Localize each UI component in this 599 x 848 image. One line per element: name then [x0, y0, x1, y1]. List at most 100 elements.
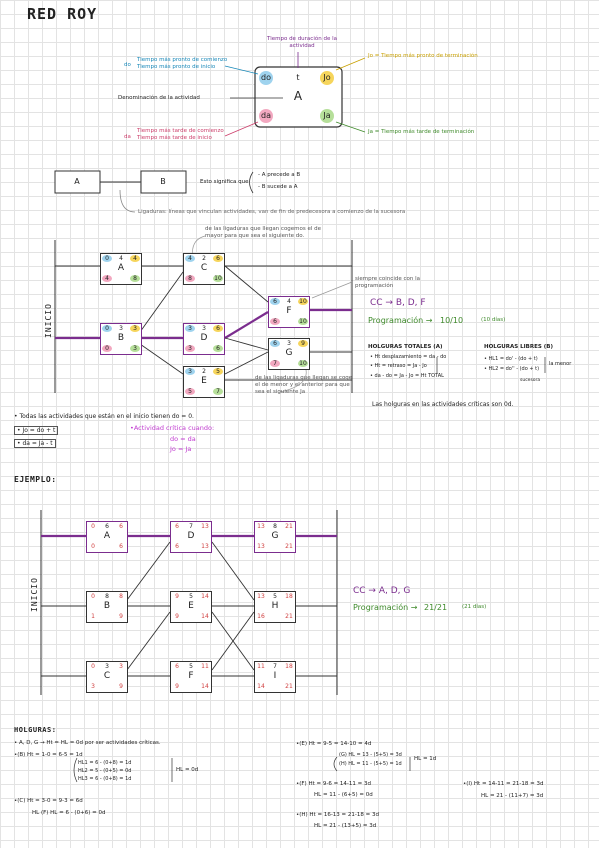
node-b-ja: 3: [130, 345, 140, 352]
node-e-t: 5: [189, 593, 193, 600]
node-e-label: E: [201, 376, 207, 386]
legend-do-label-a: Tiempo más pronto de comienzo: [137, 57, 228, 63]
node-g-t: 8: [273, 523, 277, 530]
node-a-do: 0: [102, 255, 112, 262]
node-c-label: C: [200, 263, 208, 273]
net1-note-bottom: de las ligaduras que llegan se coge el d…: [255, 375, 353, 395]
node-a-jo: 6: [119, 523, 123, 530]
node-d-t: 7: [189, 523, 193, 530]
legend-da-label-a: Tiempo más tarde de comienzo: [137, 128, 224, 134]
node-c-t: 2: [202, 255, 206, 262]
node-h-do: 13: [257, 593, 265, 600]
node-c-label: C: [103, 671, 111, 681]
node-d-jo: 6: [213, 325, 223, 332]
holg-b-1: •(B) Ht = 1-0 = 6-5 = 1d: [14, 752, 83, 758]
ht-line-2: • Ht = retraso = Ja - Jo: [370, 363, 427, 369]
net1-inicio-label: INICIO: [44, 303, 53, 338]
holg-b-4: HL3 = 6 - (0+8) = 1d: [78, 776, 132, 782]
net1-note-right: siempre coincide con la programación: [355, 276, 420, 289]
holg-i-2: HL = 21 - (11+7) = 3d: [481, 793, 544, 799]
critical-holguras-note: Las holguras en las actividades críticas…: [372, 401, 514, 408]
node-d-da: 6: [175, 543, 179, 550]
rule-da: • da = Ja - t: [14, 439, 56, 448]
legend-da-prefix: da: [124, 134, 131, 140]
ht-line-3: • da - do = Ja - Jo = Ht TOTAL: [370, 373, 444, 379]
node-b-do: 0: [102, 325, 112, 332]
holg-b-5: HL = 0d: [176, 767, 199, 773]
node-c-t: 3: [105, 663, 109, 670]
node-c-do: 0: [91, 663, 95, 670]
holg-e-4: HL = 1d: [414, 756, 437, 762]
holg-f-1: •(F) Ht = 9-6 = 14-11 = 3d: [296, 781, 372, 787]
node-e-da: 5: [185, 388, 195, 395]
rule-inicio: • Todas las actividades que están en el …: [14, 413, 194, 420]
node-f-da: 6: [270, 318, 280, 325]
legend-cell-do: do: [261, 73, 271, 82]
hl-line-2: • HL2 = do'' - (do + t): [484, 366, 540, 372]
node-g-do: 13: [257, 523, 265, 530]
node-b-jo: 3: [130, 325, 140, 332]
node-i-do: 11: [257, 663, 265, 670]
net1-prog-label: Programación →: [368, 316, 433, 325]
holguras-heading: HOLGURAS:: [14, 726, 57, 734]
example-box-b: B: [160, 177, 166, 186]
net1-prog-days: (10 días): [481, 317, 506, 323]
node-a-label: A: [117, 263, 125, 273]
node-g-ja: 21: [285, 543, 293, 550]
node-d-label: D: [200, 333, 208, 343]
hl-line-4: sucesora: [520, 378, 541, 383]
node-d-ja: 13: [201, 543, 209, 550]
node-d-t: 3: [202, 325, 206, 332]
node-f-jo: 11: [201, 663, 209, 670]
legend-ja-label: Ja = Tiempo más tarde de terminación: [368, 129, 475, 135]
critical-cond-2: Jo = Ja: [170, 445, 192, 453]
node-i-label: I: [273, 671, 277, 681]
node-f-da: 9: [175, 683, 179, 690]
node-a-do: 0: [91, 523, 95, 530]
node-d-do: 6: [175, 523, 179, 530]
node-f-t: 4: [287, 298, 291, 305]
node-f-label: F: [188, 671, 194, 681]
node-h-jo: 18: [285, 593, 293, 600]
node-e-ja: 14: [201, 613, 209, 620]
ht-line-1: • Ht desplazamiento = da - do: [370, 354, 447, 360]
node-a-label: A: [103, 531, 111, 541]
node-e-do: 9: [175, 593, 179, 600]
node-e-label: E: [188, 601, 194, 611]
node-a-jo: 4: [130, 255, 140, 262]
ejemplo-critical-path: CC → A, D, G: [353, 586, 411, 596]
node-a-t: 4: [119, 255, 123, 262]
node-a-da: 4: [102, 275, 112, 282]
hl-title: HOLGURAS LIBRES (B): [484, 344, 553, 350]
holg-e-1: •(E) Ht = 9-5 = 14-10 = 4d: [296, 741, 372, 747]
critical-cond-1: do = da: [170, 435, 196, 443]
hl-line-3: la menor: [549, 361, 572, 367]
node-i-ja: 21: [285, 683, 293, 690]
net1-prog-value: 10/10: [440, 316, 464, 325]
ejemplo-prog-value: 21/21: [424, 603, 448, 612]
ht-title: HOLGURAS TOTALES (A): [368, 344, 443, 350]
legend-cell-ja: Ja: [323, 111, 331, 120]
node-b-t: 3: [119, 325, 123, 332]
legend-do-label-b: Tiempo más pronto de inicio: [137, 64, 216, 70]
net1-critical-path: CC → B, D, F: [370, 298, 426, 308]
legend-cell-jo: Jo: [323, 73, 331, 82]
node-f-do: 6: [270, 298, 280, 305]
node-a-ja: 8: [130, 275, 140, 282]
holg-adg: • A, D, G → Ht = HL = 0d por ser activid…: [14, 740, 161, 746]
node-d-do: 3: [185, 325, 195, 332]
node-g-label: G: [271, 531, 279, 541]
node-e-t: 2: [202, 368, 206, 375]
